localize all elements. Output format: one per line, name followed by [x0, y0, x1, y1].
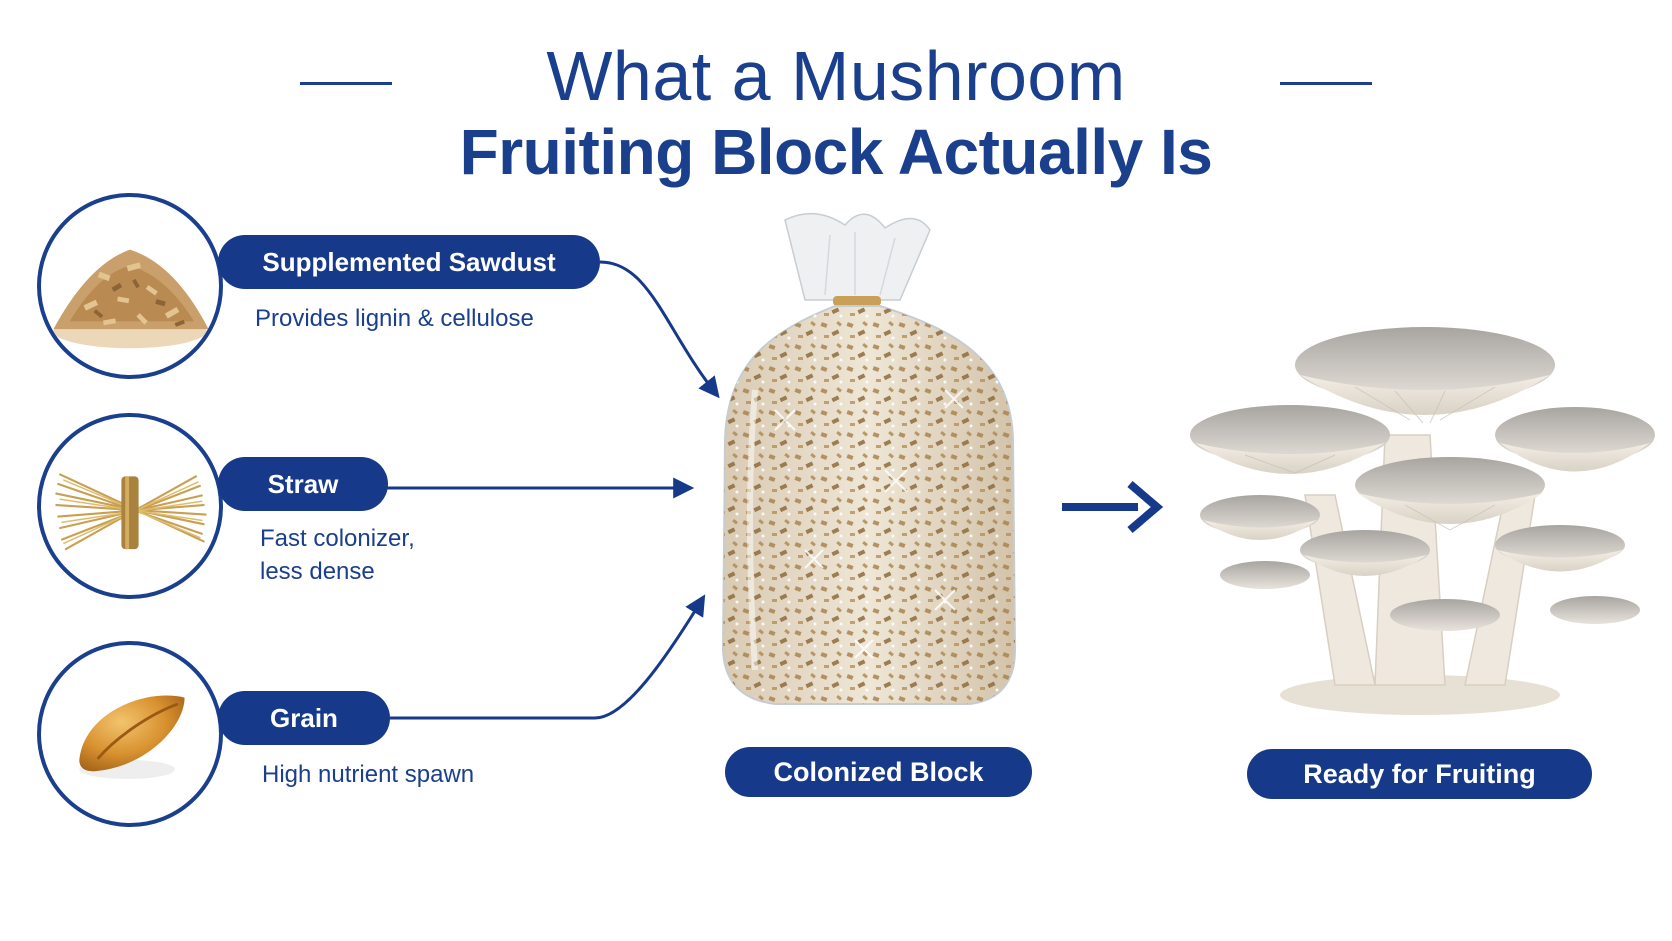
- page-title-line1: What a Mushroom: [546, 37, 1126, 115]
- title-rule-right: [1280, 82, 1372, 85]
- ingredient-desc-grain: High nutrient spawn: [262, 761, 475, 788]
- arrow-grain-to-block: [390, 594, 706, 720]
- ingredient-circle-straw: [37, 413, 223, 599]
- grain-kernel-icon: [79, 695, 185, 779]
- oyster-mushroom-cluster-icon: [1190, 327, 1655, 715]
- ingredient-label-grain: Grain: [218, 691, 390, 745]
- arrow-block-to-fruiting: [1062, 480, 1164, 534]
- straw-bundle-icon: [55, 473, 207, 551]
- ingredient-desc-straw-line2: less dense: [260, 558, 375, 585]
- stage-label-colonized-block: Colonized Block: [725, 747, 1032, 797]
- arrow-sawdust-to-block: [599, 260, 720, 399]
- stage-label-ready-for-fruiting: Ready for Fruiting: [1247, 749, 1592, 799]
- ingredient-label-sawdust: Supplemented Sawdust: [218, 235, 600, 289]
- page-title-line2: Fruiting Block Actually Is: [459, 116, 1213, 188]
- ingredient-desc-straw-line1: Fast colonizer,: [260, 525, 415, 552]
- title-rule-left: [300, 82, 392, 85]
- ingredient-circle-sawdust: [37, 193, 223, 379]
- sawdust-pile-icon: [53, 249, 209, 349]
- ingredient-label-straw: Straw: [218, 457, 388, 511]
- ingredient-circle-grain: [37, 641, 223, 827]
- colonized-bag-icon: [721, 212, 1017, 705]
- ingredient-desc-sawdust: Provides lignin & cellulose: [255, 305, 534, 332]
